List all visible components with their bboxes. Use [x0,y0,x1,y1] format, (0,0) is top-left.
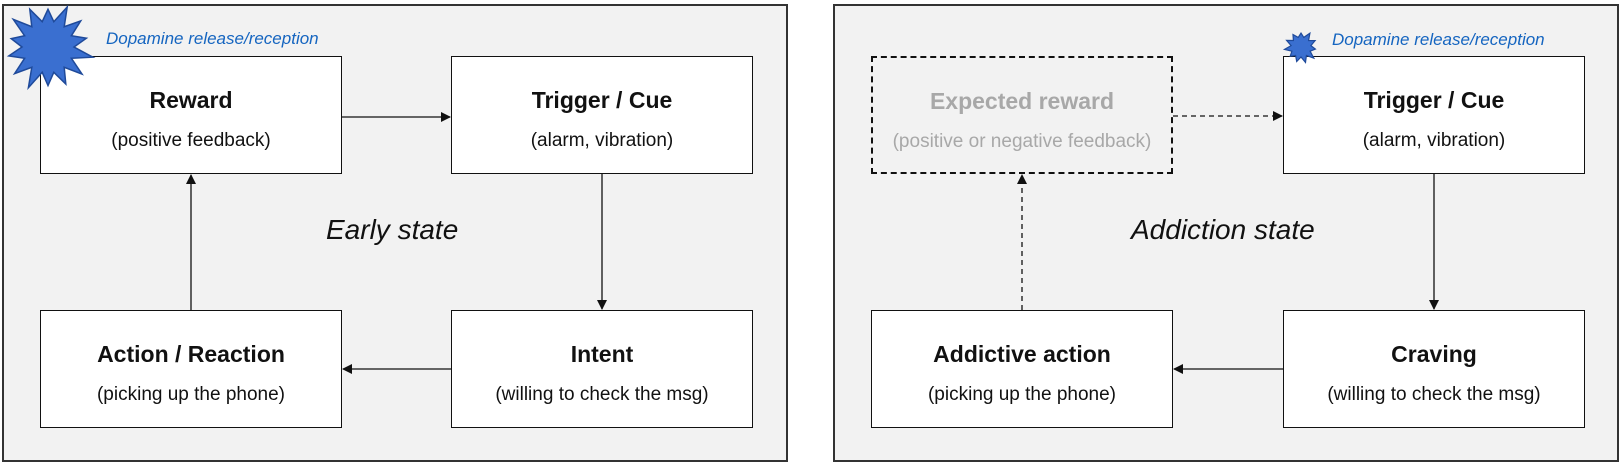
trigger-node-left: Trigger / Cue (alarm, vibration) [451,56,753,174]
intent-title: Intent [570,341,634,367]
early-state-label: Early state [326,214,459,245]
intent-node: Intent (willing to check the msg) [451,310,753,428]
trigger-subtitle-right: (alarm, vibration) [1362,130,1506,151]
expected-reward-title: Expected reward [929,88,1115,114]
craving-title: Craving [1391,341,1477,367]
craving-node: Craving (willing to check the msg) [1283,310,1585,428]
action-node: Action / Reaction (picking up the phone) [40,310,342,428]
trigger-node-right: Trigger / Cue (alarm, vibration) [1283,56,1585,174]
reward-node: Reward (positive feedback) [40,56,342,174]
addictive-action-subtitle: (picking up the phone) [927,384,1116,405]
dopamine-label-right: Dopamine release/reception [1332,30,1545,49]
expected-reward-subtitle: (positive or negative feedback) [892,131,1152,152]
action-title: Action / Reaction [97,341,285,367]
expected-reward-node: Expected reward (positive or negative fe… [871,56,1173,174]
addiction-state-label: Addiction state [1131,214,1315,245]
addictive-action-title: Addictive action [933,341,1111,367]
action-subtitle: (picking up the phone) [96,384,285,405]
trigger-title-left: Trigger / Cue [531,87,673,113]
dopamine-label-left: Dopamine release/reception [106,29,319,48]
addictive-action-node: Addictive action (picking up the phone) [871,310,1173,428]
reward-title: Reward [149,87,233,113]
intent-subtitle: (willing to check the msg) [495,384,709,405]
reward-subtitle: (positive feedback) [111,130,271,151]
craving-subtitle: (willing to check the msg) [1327,384,1541,405]
trigger-title-right: Trigger / Cue [1363,87,1505,113]
trigger-subtitle-left: (alarm, vibration) [530,130,674,151]
